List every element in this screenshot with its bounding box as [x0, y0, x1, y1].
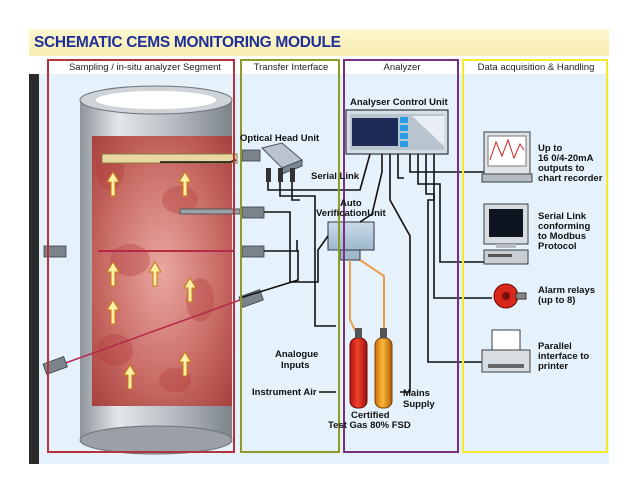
- label-analogue: Analogue: [275, 349, 319, 360]
- label-printer-1: Parallel: [538, 341, 572, 352]
- segment-label-transfer: Transfer Interface: [253, 62, 329, 73]
- label-modbus-4: Protocol: [538, 241, 577, 252]
- label-analyser-control-unit: Analyser Control Unit: [350, 97, 448, 108]
- label-printer-3: printer: [538, 361, 569, 372]
- printer: [481, 329, 531, 373]
- label-modbus-2: conforming: [538, 221, 591, 232]
- label-certified: Certified: [351, 410, 390, 421]
- left-edge-bar: [29, 74, 39, 464]
- optical-beam-diagonal: [59, 299, 241, 366]
- stack: [59, 85, 241, 455]
- label-modbus-1: Serial Link: [538, 211, 587, 222]
- analyser-control-unit: [345, 109, 449, 155]
- label-supply: Supply: [403, 399, 435, 410]
- label-auto: Auto: [340, 198, 362, 209]
- computer-monitor: [483, 203, 529, 265]
- segment-label-data: Data acquisition & Handling: [477, 62, 595, 73]
- flow-arrows: [106, 171, 197, 390]
- segment-box-sampling: [47, 59, 235, 453]
- segment-label-analyzer: Analyzer: [383, 62, 421, 73]
- gas-line-orange: [359, 259, 385, 336]
- segment-label-sampling: Sampling / in-situ analyzer Segment: [68, 62, 222, 73]
- label-chart-4: chart recorder: [538, 173, 603, 184]
- sampling-probe: [101, 153, 238, 164]
- chart-recorder: [481, 131, 533, 183]
- gas-cylinder-orange: [374, 328, 393, 409]
- label-alarm-1: Alarm relays: [538, 285, 596, 296]
- flange-connectors: [42, 149, 265, 375]
- page-title: SCHEMATIC CEMS MONITORING MODULE: [34, 34, 341, 51]
- title-bar: [29, 29, 609, 56]
- segment-box-transfer: [240, 59, 340, 453]
- label-inputs: Inputs: [281, 360, 310, 371]
- label-optical-head-unit: Optical Head Unit: [240, 133, 320, 144]
- auto-verification-unit: [327, 221, 375, 261]
- label-chart-2: 16 0/4-20mA: [538, 153, 594, 164]
- label-serial-link: Serial Link: [311, 171, 360, 182]
- label-alarm-2: (up to 8): [538, 295, 576, 306]
- label-instrument-air: Instrument Air: [252, 387, 317, 398]
- segment-box-data: [462, 59, 608, 453]
- cabling: [160, 153, 492, 393]
- optical-head-unit: [261, 142, 303, 182]
- label-chart-1: Up to: [538, 143, 563, 154]
- segment-box-analyzer: [343, 59, 459, 453]
- label-chart-3: outputs to: [538, 163, 585, 174]
- label-mains: Mains: [403, 388, 430, 399]
- label-verification-unit: VerificationUnit: [316, 208, 386, 219]
- gas-cylinder-red: [349, 328, 368, 409]
- label-test-gas: Test Gas 80% FSD: [328, 420, 411, 431]
- label-printer-2: interface to: [538, 351, 590, 362]
- label-modbus-3: to Modbus: [538, 231, 587, 242]
- alarm-bell: [493, 283, 527, 309]
